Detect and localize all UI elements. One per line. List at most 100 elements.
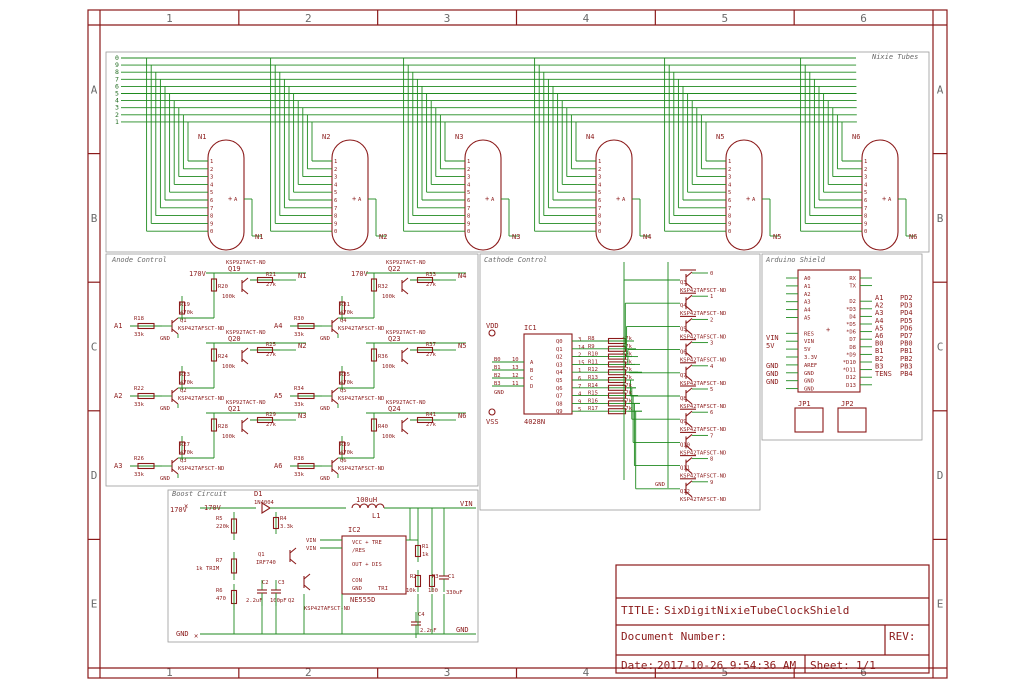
tube-pin-4: 4	[334, 182, 338, 188]
tube-anode-plus: +	[485, 195, 489, 203]
base-bias-value: 470k	[180, 450, 194, 456]
transistor-emitter	[171, 398, 179, 405]
bus-number-9: 9	[115, 61, 119, 69]
arduino-right-net: A1	[875, 294, 883, 302]
transistor-emitter	[241, 428, 249, 435]
vdd-terminal	[488, 329, 496, 337]
d1-ref: D1	[254, 490, 262, 498]
input-resistor	[137, 392, 155, 400]
decoder-output-pin: Q0	[556, 339, 563, 345]
column-marker-6: 6	[860, 12, 867, 25]
cathode-transistor-ref: Q12	[680, 489, 690, 495]
tube-pin-8: 8	[210, 214, 213, 220]
q1-part: IRF740	[256, 560, 276, 566]
r6-value: 470	[216, 596, 226, 602]
tube-ref: N1	[198, 133, 206, 141]
transistor-collector	[685, 294, 693, 301]
decoder-output-pin: Q4	[556, 370, 563, 376]
cathode-transistor	[685, 364, 693, 382]
anode-stage-N3: Q21KSP92TACT-NDR28100kR2927kN3R27470kQ3K…	[114, 400, 306, 482]
cathode-resistor-ref: R13	[588, 375, 598, 381]
cathode-resistor-ref: R9	[588, 344, 595, 350]
arduino-right-net: B2	[875, 355, 883, 363]
cathode-resistor-value: 47k	[622, 344, 633, 350]
pullup-ref: R40	[378, 424, 388, 430]
c1-ref: C1	[448, 574, 455, 580]
coil-turn	[375, 503, 385, 509]
pullup-value: 100k	[222, 434, 236, 440]
arduino-left-pin: RES	[804, 331, 814, 337]
rev-label: REV:	[889, 630, 916, 643]
pnp-ref: Q20	[228, 335, 241, 343]
d1-part: 1N4004	[254, 500, 275, 506]
title-label: TITLE:	[621, 604, 661, 617]
input-value: 33k	[294, 402, 305, 408]
tube-pin-0: 0	[210, 229, 213, 235]
driver-part: KSP42TAFSCT-ND	[178, 326, 224, 332]
r6-ref: R6	[216, 588, 223, 594]
row-marker-right-E: E	[937, 598, 944, 611]
transistor-emitter	[685, 352, 693, 359]
jp1-label: JP1	[798, 400, 811, 408]
transistor-emitter	[685, 421, 693, 428]
cathode-resistor-ref: R8	[588, 336, 595, 342]
section-anode-label: Anode Control	[111, 256, 167, 264]
transistor-emitter	[241, 358, 249, 365]
transistor-emitter	[401, 428, 409, 435]
tube-net: N2	[379, 233, 387, 241]
r3-value: 100	[428, 588, 438, 594]
arduino-left-pin: A4	[804, 308, 811, 314]
column-marker-4: 4	[583, 12, 590, 25]
input-resistor	[137, 462, 155, 470]
pnp-ref: Q24	[388, 405, 401, 413]
arduino-right-pin: TX	[849, 284, 856, 290]
vss-label: VSS	[486, 418, 499, 426]
section-boost-label: Boost Circuit	[172, 490, 227, 498]
tube-anode-label: A	[752, 197, 756, 203]
boost-170v-mark: ✕	[184, 502, 188, 510]
pullup-ref: R36	[378, 354, 388, 360]
boost-gnd-mark: ✕	[194, 632, 198, 640]
row-marker-right-A: A	[937, 83, 944, 96]
row-marker-right-B: B	[937, 212, 944, 225]
tube-pin-4: 4	[467, 182, 471, 188]
c3-ref: C3	[278, 580, 285, 586]
pullup-value: 100k	[382, 294, 396, 300]
c2-ref: C2	[262, 580, 269, 586]
cathode-transistor-part: KSP42TAFSCT-ND	[680, 497, 726, 503]
cathode-transistor-ref: Q3	[680, 280, 687, 286]
tube-anode-label: A	[491, 197, 495, 203]
decoder-input-num: 11	[512, 381, 519, 387]
cathode-transistor	[685, 341, 693, 359]
cathode-resistor-ref: R15	[588, 391, 598, 397]
transistor-collector	[303, 573, 311, 580]
tube-pin-8: 8	[334, 214, 337, 220]
decoder-input-num: 12	[512, 373, 519, 379]
pullup-resistor	[370, 348, 378, 362]
pnp-symbol	[241, 277, 249, 295]
tube-ref: N3	[455, 133, 463, 141]
tube-pin-0: 0	[728, 229, 731, 235]
decoder-input-net: B0	[494, 357, 501, 363]
anode-net: N6	[458, 412, 466, 420]
decoder-output-pin: Q5	[556, 378, 563, 384]
transistor-collector	[685, 317, 693, 324]
driver-ref: Q4	[340, 318, 347, 324]
pnp-ref: Q22	[388, 265, 401, 273]
pnp-part: KSP92TACT-ND	[226, 260, 266, 266]
tube-pin-3: 3	[728, 175, 731, 181]
tube-pin-1: 1	[334, 159, 337, 165]
r4-ref: R4	[280, 516, 287, 522]
transistor-emitter	[685, 491, 693, 498]
cathode-transistor-ref: Q4	[680, 303, 687, 309]
tube-pin-2: 2	[210, 167, 213, 173]
tube-pin-9: 9	[864, 221, 867, 227]
r2-value: 10k	[406, 588, 417, 594]
gnd-label: GND	[320, 406, 330, 412]
input-resistor	[297, 392, 315, 400]
driver-part: KSP42TAFSCT-ND	[338, 396, 384, 402]
base-bias-ref: R39	[340, 442, 350, 448]
